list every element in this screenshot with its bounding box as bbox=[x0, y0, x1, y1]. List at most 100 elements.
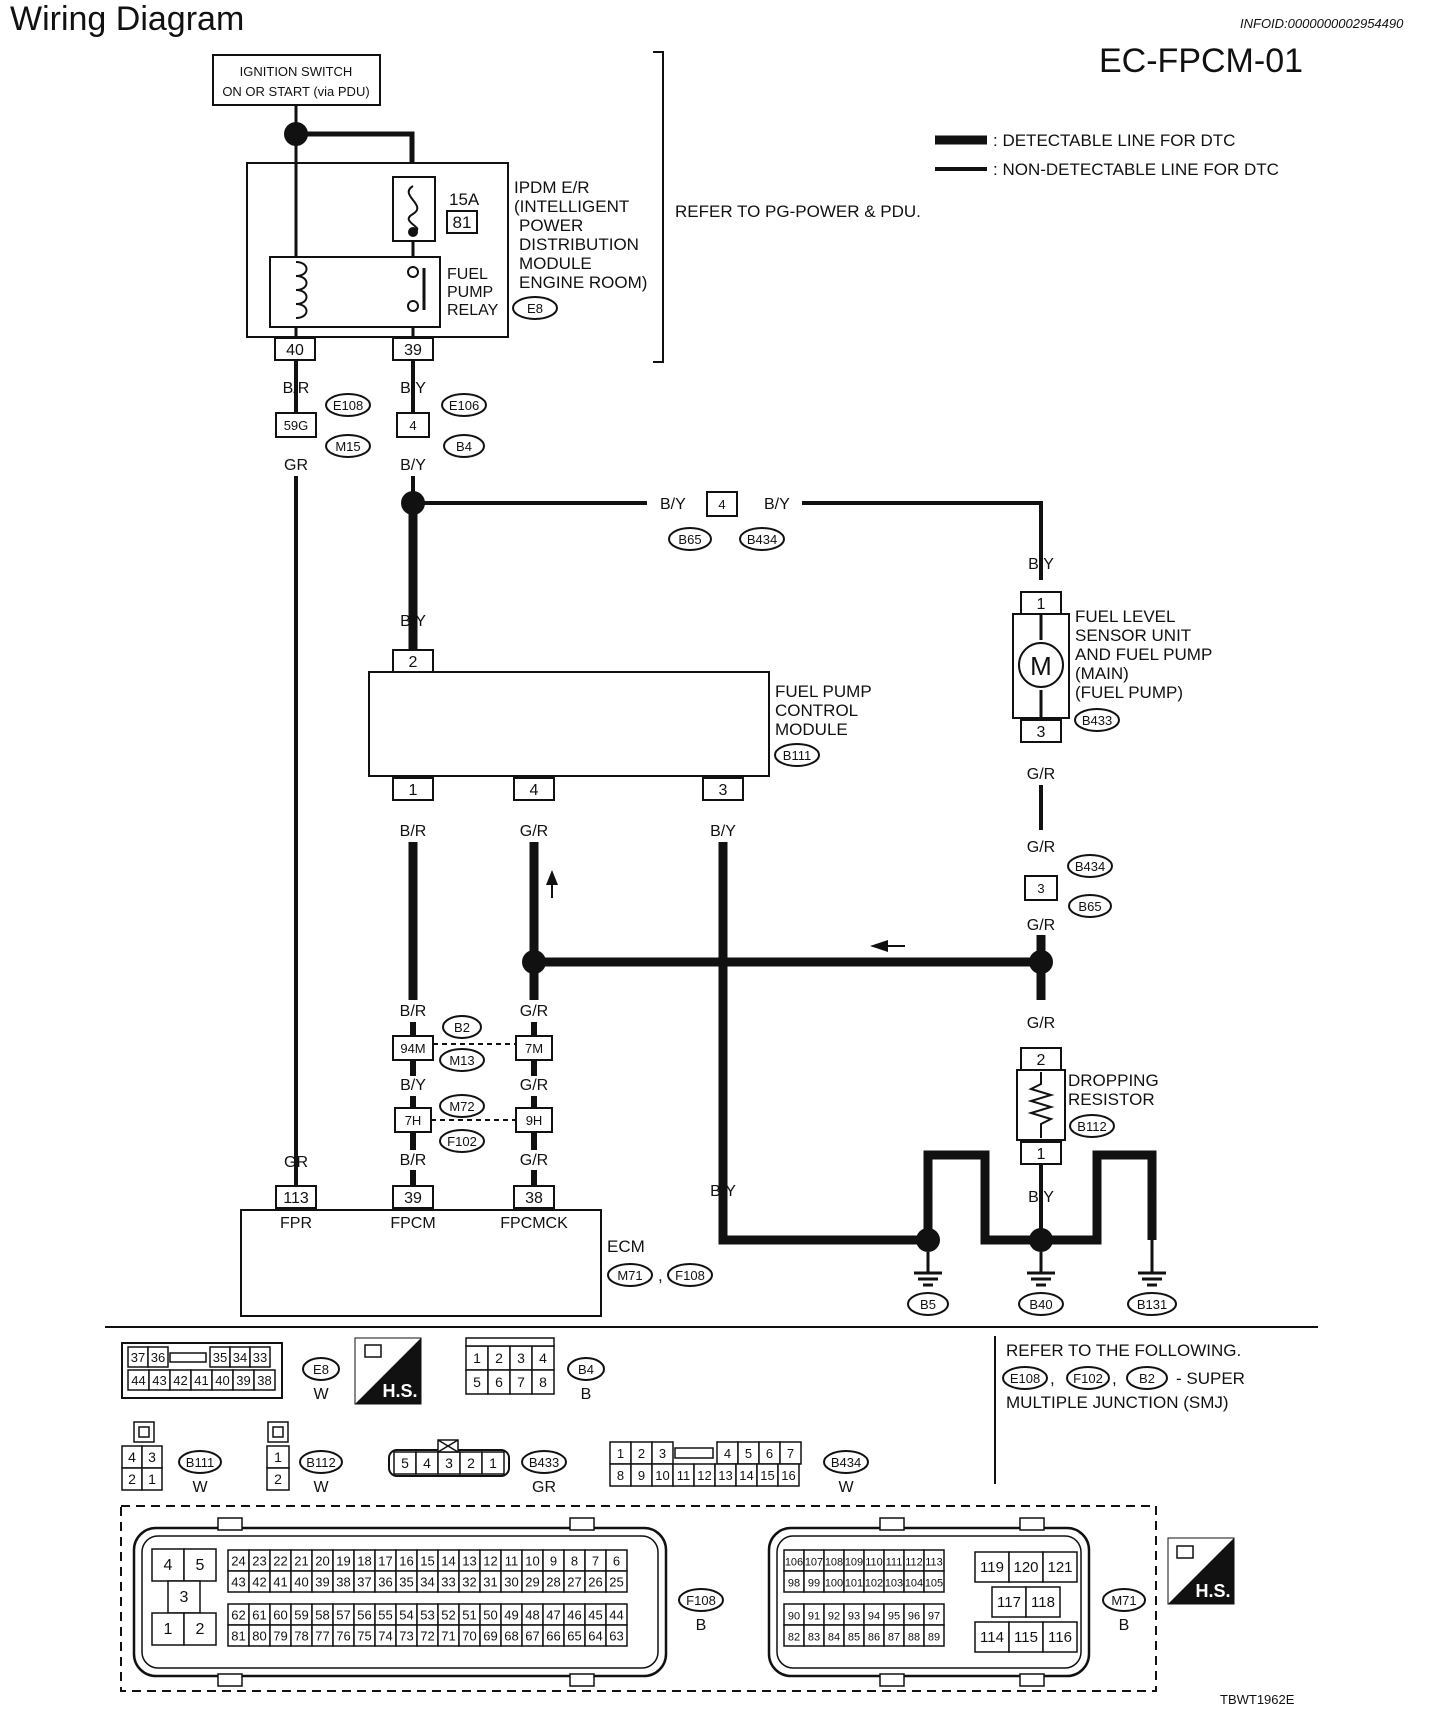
wire-label-by-5: B/Y bbox=[764, 496, 790, 513]
ecm-connector-sep: , bbox=[658, 1266, 663, 1285]
ground-b5: B5 bbox=[920, 1297, 936, 1312]
wire-by-to-ground bbox=[718, 842, 928, 1245]
wire-label-b-3: B bbox=[1092, 1189, 1103, 1206]
wire-label-gr2-7: G/R bbox=[1027, 917, 1055, 934]
connector-b112-code: B112 bbox=[306, 1455, 335, 1470]
wire-label-by-4: B/Y bbox=[660, 496, 686, 513]
connector-f108-pin: 62 bbox=[231, 1608, 245, 1623]
connector-f108-pin: 12 bbox=[483, 1554, 497, 1569]
ecm-label: ECM bbox=[607, 1237, 645, 1256]
connector-f108-pin: 44 bbox=[609, 1608, 623, 1623]
connector-b434-pin: 15 bbox=[760, 1468, 774, 1483]
connector-f108-pin: 24 bbox=[231, 1554, 245, 1569]
svg-text:FUEL PUMP: FUEL PUMP bbox=[775, 682, 872, 701]
fpcm-pin-4 bbox=[513, 777, 555, 801]
hs-badge-icon-2: H.S. bbox=[1167, 1537, 1235, 1605]
wire-label-gr2-2: G/R bbox=[520, 1003, 548, 1020]
wire-label-by-9: B/Y bbox=[710, 1183, 736, 1200]
svg-text:4: 4 bbox=[409, 418, 416, 433]
connector-f108-pin: 64 bbox=[588, 1629, 602, 1644]
junction-59g bbox=[275, 412, 317, 438]
connector-m71-pin: 117 bbox=[997, 1594, 1021, 1611]
svg-text:ENGINE ROOM): ENGINE ROOM) bbox=[519, 273, 647, 292]
legend-detectable: : DETECTABLE LINE FOR DTC bbox=[993, 131, 1235, 150]
connector-m71-pin: 107 bbox=[805, 1557, 823, 1569]
fuse-number-box bbox=[446, 210, 478, 234]
svg-text:FUEL LEVEL: FUEL LEVEL bbox=[1075, 607, 1175, 626]
connector-b433-code: B433 bbox=[529, 1455, 559, 1470]
connector-f108-pin: 50 bbox=[483, 1608, 497, 1623]
connector-f108-pin: 37 bbox=[357, 1575, 371, 1590]
connector-m71-pin: 94 bbox=[868, 1611, 880, 1623]
svg-text:AND FUEL PUMP: AND FUEL PUMP bbox=[1075, 645, 1212, 664]
connector-f108-pin: 80 bbox=[252, 1629, 266, 1644]
connector-m71-pin: 93 bbox=[848, 1611, 860, 1623]
connector-e8-code: E8 bbox=[313, 1362, 329, 1377]
connector-e8-code-color: W bbox=[313, 1386, 329, 1403]
connector-b433-pin: 4 bbox=[423, 1455, 431, 1471]
connector-f108-pin: 2 bbox=[196, 1621, 205, 1638]
connector-f108-pin: 47 bbox=[546, 1608, 560, 1623]
svg-text:H.S.: H.S. bbox=[1195, 1581, 1230, 1601]
svg-text:4: 4 bbox=[718, 497, 725, 512]
ground-splice-b40 bbox=[1029, 1228, 1053, 1252]
svg-text:9H: 9H bbox=[526, 1113, 543, 1128]
wire-label-br-3: B/R bbox=[400, 1003, 427, 1020]
connector-f108-pin: 77 bbox=[315, 1629, 329, 1644]
connector-m71-pin: 104 bbox=[905, 1578, 923, 1590]
connector-b434-code: B434 bbox=[831, 1455, 861, 1470]
connector-b4-pin: 6 bbox=[495, 1374, 503, 1390]
connector-m71-pin: 90 bbox=[788, 1611, 800, 1623]
connector-f108-pin: 45 bbox=[588, 1608, 602, 1623]
connector-m71-pin: 85 bbox=[848, 1632, 860, 1644]
wire-label-gr2-5: G/R bbox=[1027, 766, 1055, 783]
wire-label-br-4: B/R bbox=[400, 1152, 427, 1169]
fpcm-connector: B111 bbox=[783, 748, 811, 763]
connector-f108-pin: 42 bbox=[252, 1575, 266, 1590]
connector-f108-pin: 14 bbox=[441, 1554, 455, 1569]
connector-m71-pin: 86 bbox=[868, 1632, 880, 1644]
connector-f108-pin: 18 bbox=[357, 1554, 371, 1569]
connector-f108-pin: 57 bbox=[336, 1608, 350, 1623]
connector-f108-pin: 75 bbox=[357, 1629, 371, 1644]
svg-text:40: 40 bbox=[286, 342, 304, 359]
ipdm-label: IPDM E/R (INTELLIGENT POWER DISTRIBUTION… bbox=[514, 178, 647, 292]
connector-m71-pin: 115 bbox=[1014, 1629, 1038, 1646]
connector-f108-pin: 31 bbox=[483, 1575, 497, 1590]
connector-m71-pin: 101 bbox=[845, 1578, 863, 1590]
connector-m71-pin: 102 bbox=[865, 1578, 883, 1590]
ecm-pin-39 bbox=[392, 1185, 434, 1209]
wire-label-gr2-1: G/R bbox=[520, 823, 548, 840]
connector-m71-pin: 99 bbox=[808, 1578, 820, 1590]
wire-label-gr2-3: G/R bbox=[520, 1077, 548, 1094]
connector-f108-pin: 56 bbox=[357, 1608, 371, 1623]
connector-f108-pin: 20 bbox=[315, 1554, 329, 1569]
arrow-up-icon bbox=[546, 870, 558, 885]
connector-f108-pin: 30 bbox=[504, 1575, 518, 1590]
connector-f108-pin: 35 bbox=[399, 1575, 413, 1590]
ground-wire-left bbox=[923, 1150, 1041, 1245]
refer-following-note: REFER TO THE FOLLOWING. bbox=[1006, 1341, 1241, 1360]
connector-m71-pin: 119 bbox=[980, 1559, 1004, 1576]
junction-f102: F102 bbox=[447, 1134, 477, 1149]
connector-f108-pin: 40 bbox=[294, 1575, 308, 1590]
connector-e8-pin: 35 bbox=[213, 1350, 227, 1365]
connector-f108-pin: 81 bbox=[231, 1629, 245, 1644]
ipdm-connector-oval bbox=[512, 296, 558, 320]
connector-f108-pin: 65 bbox=[567, 1629, 581, 1644]
connector-f108-pin: 46 bbox=[567, 1608, 581, 1623]
connector-b434-pin: 1 bbox=[617, 1446, 624, 1461]
svg-text:1: 1 bbox=[409, 782, 418, 799]
smj-f102: F102 bbox=[1073, 1371, 1103, 1386]
connector-f108-pin: 68 bbox=[504, 1629, 518, 1644]
connector-f108-pin: 53 bbox=[420, 1608, 434, 1623]
wire-label-by-2: B/Y bbox=[400, 457, 426, 474]
connector-b434-pin: 14 bbox=[739, 1468, 753, 1483]
connector-e8-pin: 41 bbox=[194, 1373, 208, 1388]
relay-label-3: RELAY bbox=[447, 302, 499, 319]
connector-f108-pin: 9 bbox=[550, 1554, 557, 1569]
connector-f108-pin: 22 bbox=[273, 1554, 287, 1569]
junction-m72: M72 bbox=[449, 1099, 474, 1114]
